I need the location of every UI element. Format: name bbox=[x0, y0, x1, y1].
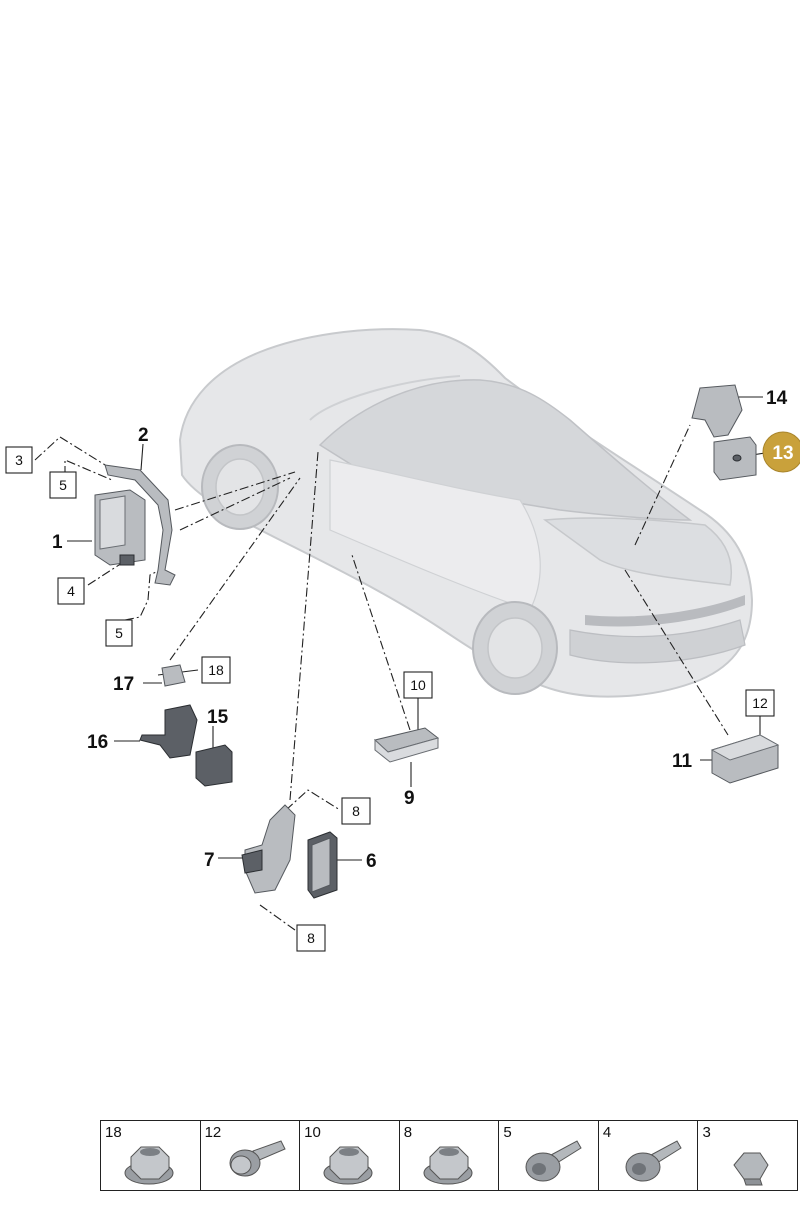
callout-16: 16 bbox=[87, 732, 108, 753]
callout-7: 7 bbox=[204, 850, 215, 871]
part-14-bracket[interactable] bbox=[691, 384, 743, 438]
fastener-cell-4[interactable]: 4 bbox=[599, 1121, 699, 1190]
svg-text:12: 12 bbox=[752, 695, 768, 711]
callout-17: 17 bbox=[113, 674, 134, 695]
svg-text:8: 8 bbox=[352, 803, 360, 819]
part-1-control-unit[interactable] bbox=[94, 489, 146, 566]
callout-6: 6 bbox=[366, 851, 377, 872]
callout-9: 9 bbox=[404, 788, 415, 809]
svg-text:4: 4 bbox=[67, 583, 75, 599]
vehicle-illustration bbox=[178, 328, 754, 698]
boxed-callout-18: 18 bbox=[201, 656, 231, 684]
fastener-cell-12[interactable]: 12 bbox=[201, 1121, 301, 1190]
flange-bolt-icon bbox=[229, 1140, 286, 1177]
boxed-callout-10: 10 bbox=[403, 671, 433, 699]
flange-nut-icon bbox=[423, 1146, 473, 1185]
callout-labels: 1 2 6 7 9 11 14 15 16 17 bbox=[52, 388, 788, 872]
fastener-label: 18 bbox=[105, 1124, 122, 1141]
callout-2: 2 bbox=[138, 425, 149, 446]
fastener-cell-5[interactable]: 5 bbox=[499, 1121, 599, 1190]
fastener-label: 3 bbox=[702, 1124, 711, 1141]
fastener-label: 5 bbox=[503, 1124, 512, 1141]
svg-text:13: 13 bbox=[772, 443, 793, 464]
torx-screw-icon bbox=[625, 1140, 682, 1182]
part-13-sensor-module[interactable] bbox=[713, 436, 757, 481]
fastener-label: 4 bbox=[602, 1124, 612, 1141]
boxed-callout-12: 12 bbox=[745, 689, 775, 717]
boxed-callout-3: 3 bbox=[5, 446, 33, 474]
boxed-callout-8-top: 8 bbox=[341, 797, 371, 825]
fastener-cell-18[interactable]: 18 bbox=[101, 1121, 201, 1190]
part-11-control-unit[interactable] bbox=[710, 734, 780, 784]
hex-nut-icon bbox=[733, 1152, 770, 1186]
fastener-label: 10 bbox=[304, 1124, 321, 1141]
part-15-module[interactable] bbox=[195, 744, 233, 787]
part-6-control-unit[interactable] bbox=[307, 831, 338, 899]
boxed-callout-4: 4 bbox=[57, 577, 85, 605]
callout-11: 11 bbox=[672, 751, 693, 772]
svg-text:10: 10 bbox=[410, 677, 426, 693]
highlighted-callout-13[interactable]: 13 bbox=[762, 431, 800, 473]
boxed-callout-5-top: 5 bbox=[49, 471, 77, 499]
svg-text:18: 18 bbox=[208, 662, 224, 678]
fastener-cell-8[interactable]: 8 bbox=[400, 1121, 500, 1190]
part-9-module[interactable] bbox=[373, 727, 440, 763]
boxed-callout-8-bottom: 8 bbox=[296, 924, 326, 952]
fastener-label: 8 bbox=[403, 1124, 413, 1141]
callout-15: 15 bbox=[207, 707, 229, 728]
flange-nut-icon bbox=[323, 1146, 373, 1185]
fastener-cell-3[interactable]: 3 bbox=[698, 1121, 797, 1190]
part-16-bracket[interactable] bbox=[139, 704, 198, 759]
fastener-label: 12 bbox=[204, 1124, 222, 1141]
fastener-cell-10[interactable]: 10 bbox=[300, 1121, 400, 1190]
flange-nut-icon bbox=[124, 1146, 174, 1185]
fastener-legend-table: 18 12 10 8 5 4 3 bbox=[100, 1120, 798, 1191]
callout-14: 14 bbox=[766, 388, 788, 409]
part-7-bracket[interactable] bbox=[241, 804, 296, 894]
callout-1: 1 bbox=[52, 532, 63, 553]
torx-screw-icon bbox=[525, 1140, 582, 1182]
boxed-callouts: 3 5 4 5 18 8 8 10 bbox=[5, 446, 775, 952]
svg-text:3: 3 bbox=[15, 452, 23, 468]
part-2-mounting-bracket[interactable] bbox=[104, 464, 176, 586]
svg-text:5: 5 bbox=[115, 625, 123, 641]
svg-text:8: 8 bbox=[307, 930, 315, 946]
boxed-callout-5-bottom: 5 bbox=[105, 619, 133, 647]
part-17-clip[interactable] bbox=[161, 664, 186, 687]
svg-text:5: 5 bbox=[59, 477, 67, 493]
